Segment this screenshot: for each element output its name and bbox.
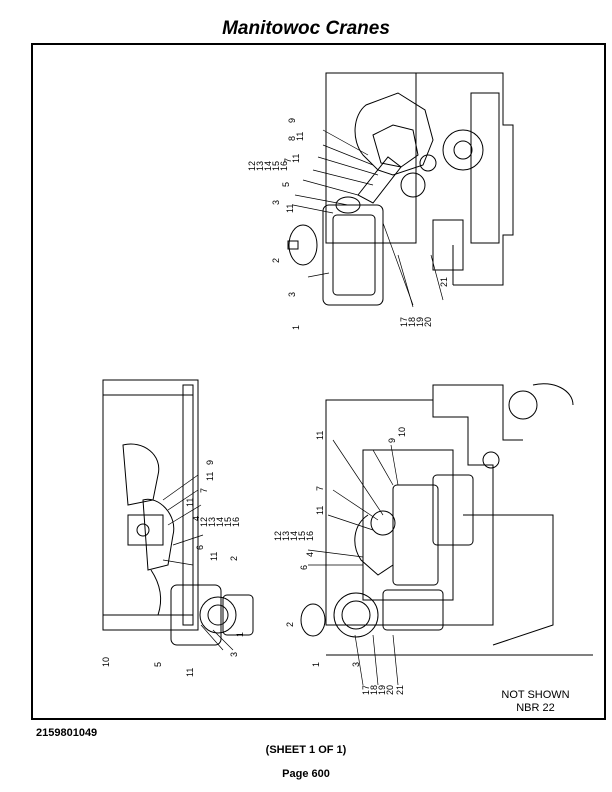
callout: 2 — [229, 556, 239, 561]
callout: 18 — [369, 685, 379, 695]
callout: 17 — [361, 685, 371, 695]
callout: 11 — [205, 472, 215, 481]
callout: 11 — [285, 204, 295, 213]
callout: 6 — [299, 565, 309, 570]
callout: 21 — [439, 277, 449, 287]
callout: 1 — [235, 632, 245, 637]
callout: 14 — [289, 531, 299, 541]
sheet-label: (SHEET 1 OF 1) — [265, 744, 347, 756]
callout: 11 — [209, 552, 219, 561]
callout: 13 — [255, 161, 265, 171]
callout: 20 — [423, 317, 433, 327]
left-view-callouts: 9 11 7 11 4 12 13 14 15 16 6 11 2 1 3 5 … — [101, 460, 245, 677]
callout: 13 — [207, 517, 217, 527]
callout: 9 — [387, 438, 397, 443]
callout: 20 — [385, 685, 395, 695]
callout: 12 — [273, 531, 283, 541]
front-view-callouts: 11 9 10 7 11 12 13 14 15 16 4 6 2 1 3 17… — [273, 427, 407, 695]
callout: 10 — [397, 427, 407, 437]
callout: 14 — [263, 161, 273, 171]
drawing-frame: 9 8 11 7 11 12 13 14 15 16 5 3 11 2 3 1 … — [31, 43, 606, 720]
top-view-callouts: 9 8 11 7 11 12 13 14 15 16 5 3 11 2 3 1 … — [247, 118, 449, 330]
parts-drawing: 9 8 11 7 11 12 13 14 15 16 5 3 11 2 3 1 … — [101, 72, 593, 695]
callout: 3 — [229, 652, 239, 657]
note-line: NBR 22 — [516, 702, 555, 714]
callout: 7 — [199, 488, 209, 493]
page-title: Manitowoc Cranes — [222, 18, 390, 39]
callout: 11 — [315, 431, 325, 440]
callout: 4 — [305, 552, 315, 557]
callout: 21 — [395, 685, 405, 695]
callout: 19 — [377, 685, 387, 695]
callout: 19 — [415, 317, 425, 327]
callout: 16 — [279, 161, 289, 171]
callout: 11 — [185, 668, 195, 677]
callout: 12 — [247, 161, 257, 171]
callout: 1 — [311, 662, 321, 667]
callout: 8 — [287, 136, 297, 141]
callout: 2 — [285, 622, 295, 627]
callout: 6 — [195, 545, 205, 550]
top-view-drawing — [287, 72, 514, 306]
callout: 9 — [287, 118, 297, 123]
front-view-leaders — [307, 439, 399, 686]
callout: 5 — [281, 182, 291, 187]
document-number: 2159801049 — [36, 727, 98, 739]
callout: 18 — [407, 317, 417, 327]
callout: 1 — [291, 325, 301, 330]
callout: 3 — [351, 662, 361, 667]
callout: 9 — [205, 460, 215, 465]
callout: 15 — [271, 161, 281, 171]
callout: 11 — [315, 506, 325, 515]
callout: 12 — [199, 517, 209, 527]
callout: 11 — [185, 498, 195, 507]
callout: 2 — [271, 258, 281, 263]
left-view-leaders — [162, 474, 234, 651]
callout: 3 — [271, 200, 281, 205]
callout: 11 — [291, 154, 301, 163]
callout: 16 — [231, 517, 241, 527]
front-view-drawing — [300, 383, 593, 656]
callout: 3 — [287, 292, 297, 297]
top-view-leaders — [292, 129, 444, 308]
note-line: NOT SHOWN — [501, 689, 570, 701]
callout: 10 — [101, 657, 111, 667]
callout: 17 — [399, 317, 409, 327]
callout: 15 — [223, 517, 233, 527]
callout: 4 — [191, 516, 201, 521]
note-not-shown: NOT SHOWN NBR 22 — [488, 689, 583, 715]
callout: 7 — [315, 486, 325, 491]
callout: 11 — [295, 132, 305, 141]
callout: 15 — [297, 531, 307, 541]
callout: 16 — [305, 531, 315, 541]
callout: 13 — [281, 531, 291, 541]
callout: 5 — [153, 662, 163, 667]
callout: 7 — [283, 158, 293, 163]
callout: 14 — [215, 517, 225, 527]
page-number: Page 600 — [282, 768, 330, 780]
left-view-drawing — [102, 379, 254, 646]
